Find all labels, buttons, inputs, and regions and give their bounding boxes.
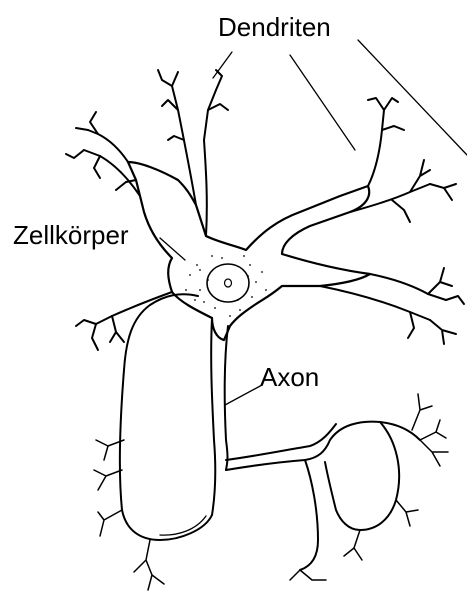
label-cell-body: Zellkörper: [13, 222, 129, 248]
dendrite-upper-right: [350, 98, 456, 222]
label-axon: Axon: [260, 364, 319, 390]
axon-shaft: [211, 318, 228, 515]
leader-dendrites-left: [213, 52, 232, 78]
label-dendrites: Dendriten: [218, 14, 331, 40]
nucleolus: [225, 279, 232, 287]
leader-dendrites-middle: [290, 55, 355, 150]
nucleus: [207, 264, 249, 302]
leader-axon: [225, 385, 262, 405]
axon-right-branch: [226, 422, 420, 470]
axon-bottom-loop: [300, 460, 318, 570]
axon-left-loop-inner: [160, 516, 206, 535]
soma-outline: [128, 162, 370, 340]
axon-right-loop: [325, 422, 399, 530]
dendrite-upper-left: [158, 70, 228, 236]
dendrite-far-left: [66, 112, 140, 196]
axon-left-loop: [120, 294, 212, 540]
axon-terminals: [94, 394, 448, 590]
dendrite-right-middle: [320, 268, 464, 344]
